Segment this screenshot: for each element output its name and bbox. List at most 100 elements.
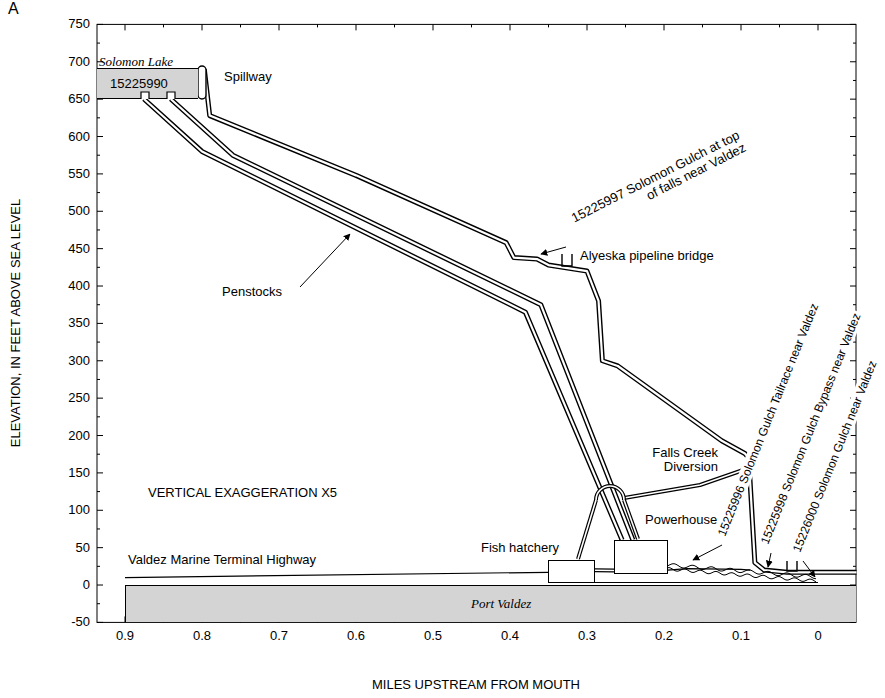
axis-tick: [433, 24, 434, 30]
axis-tick-label: 0.8: [182, 629, 222, 643]
station-label: 15225997 Solomon Gulch at top of falls n…: [562, 128, 748, 241]
axis-tick: [664, 24, 665, 30]
axis-tick-label: 100: [40, 503, 90, 517]
axis-tick-label: 400: [40, 279, 90, 293]
penstock-pipe: [144, 99, 622, 540]
axis-tick: [853, 229, 856, 230]
water-name: Port Valdez: [471, 597, 531, 611]
axis-tick: [850, 61, 856, 62]
spillway-symbol: [198, 66, 206, 99]
axis-tick: [97, 248, 103, 249]
axis-tick: [850, 173, 856, 174]
intake-symbol: [141, 92, 149, 99]
penstock-pipe: [171, 99, 633, 540]
axis-tick-label: 0.6: [336, 629, 376, 643]
lake-region: Solomon Lake15225990: [97, 68, 198, 99]
bridge-symbol: [787, 561, 797, 571]
axis-tick: [317, 24, 318, 27]
plot-frame: [97, 24, 856, 622]
axis-tick-label: 650: [40, 92, 90, 106]
axis-tick: [97, 585, 103, 586]
panel-letter: A: [8, 2, 19, 16]
axis-tick: [587, 24, 588, 30]
axis-tick: [279, 24, 280, 30]
axis-tick: [356, 24, 357, 30]
note: VERTICAL EXAGGERATION X5: [148, 486, 337, 500]
axis-tick-label: 450: [40, 242, 90, 256]
leader-arrow: [300, 234, 350, 287]
axis-tick: [125, 24, 126, 30]
axis-title: MILES UPSTREAM FROM MOUTH: [372, 678, 580, 692]
structure-label: Alyeska pipeline bridge: [580, 249, 714, 263]
axis-tick: [97, 454, 100, 455]
structure-label: Powerhouse: [645, 513, 717, 527]
axis-tick: [97, 323, 103, 324]
axis-tick: [97, 173, 103, 174]
axis-tick: [702, 24, 703, 27]
axis-tick-label: 500: [40, 204, 90, 218]
penstock-pipe: [144, 99, 622, 540]
axis-tick: [163, 24, 164, 27]
axis-tick-label: 0.1: [721, 629, 761, 643]
axis-tick: [853, 454, 856, 455]
axis-tick: [97, 155, 100, 156]
axis-tick: [97, 398, 103, 399]
axis-tick: [97, 491, 100, 492]
axis-tick-label: -50: [40, 615, 90, 629]
axis-tick: [97, 528, 100, 529]
axis-tick-label: 700: [40, 55, 90, 69]
axis-tick: [779, 24, 780, 27]
axis-title: ELEVATION, IN FEET ABOVE SEA LEVEL: [9, 199, 23, 448]
axis-tick: [853, 491, 856, 492]
axis-tick: [853, 566, 856, 567]
axis-tick: [850, 286, 856, 287]
structure-label: Spillway: [224, 70, 272, 84]
bay-band: Port Valdez: [125, 585, 856, 622]
axis-tick-label: 50: [40, 541, 90, 555]
axis-tick: [97, 43, 100, 44]
structure-label: Falls Creek Diversion: [640, 446, 718, 474]
hatchery-pipe: [595, 570, 614, 572]
axis-tick-label: 250: [40, 391, 90, 405]
axis-tick-label: 600: [40, 130, 90, 144]
axis-tick: [97, 342, 100, 343]
axis-tick: [97, 603, 100, 604]
axis-tick: [850, 99, 856, 100]
axis-tick-label: 0.4: [490, 629, 530, 643]
axis-tick: [202, 24, 203, 30]
axis-tick-label: 0.9: [105, 629, 145, 643]
axis-tick: [853, 304, 856, 305]
axis-tick: [97, 229, 100, 230]
penstock-pipe: [171, 99, 633, 540]
structure-label: Valdez Marine Terminal Highway: [128, 553, 316, 567]
axis-tick: [548, 24, 549, 27]
axis-tick-label: 0.2: [644, 629, 684, 643]
axis-tick: [853, 117, 856, 118]
station-number: 15225990: [110, 77, 168, 91]
axis-tick: [818, 24, 819, 30]
axis-tick: [853, 80, 856, 81]
axis-tick: [850, 510, 856, 511]
axis-tick-label: 550: [40, 167, 90, 181]
axis-tick: [97, 267, 100, 268]
axis-tick: [97, 117, 100, 118]
axis-tick: [850, 24, 856, 25]
hatchery-pipe: [595, 570, 614, 571]
axis-tick: [97, 547, 103, 548]
tailrace-channel: [668, 568, 816, 582]
leader-arrow: [541, 247, 566, 254]
axis-tick-label: 150: [40, 466, 90, 480]
axis-tick: [850, 136, 856, 137]
structure-label: Penstocks: [222, 285, 282, 299]
axis-tick: [97, 286, 103, 287]
axis-tick: [97, 510, 103, 511]
axis-tick: [97, 24, 103, 25]
hatchery-pipe: [595, 568, 614, 572]
axis-tick: [853, 43, 856, 44]
axis-tick: [625, 24, 626, 27]
leader-arrow: [768, 553, 771, 567]
axis-tick: [850, 472, 856, 473]
axis-tick-label: 300: [40, 354, 90, 368]
penstock-pipe: [144, 99, 622, 540]
axis-tick: [853, 528, 856, 529]
